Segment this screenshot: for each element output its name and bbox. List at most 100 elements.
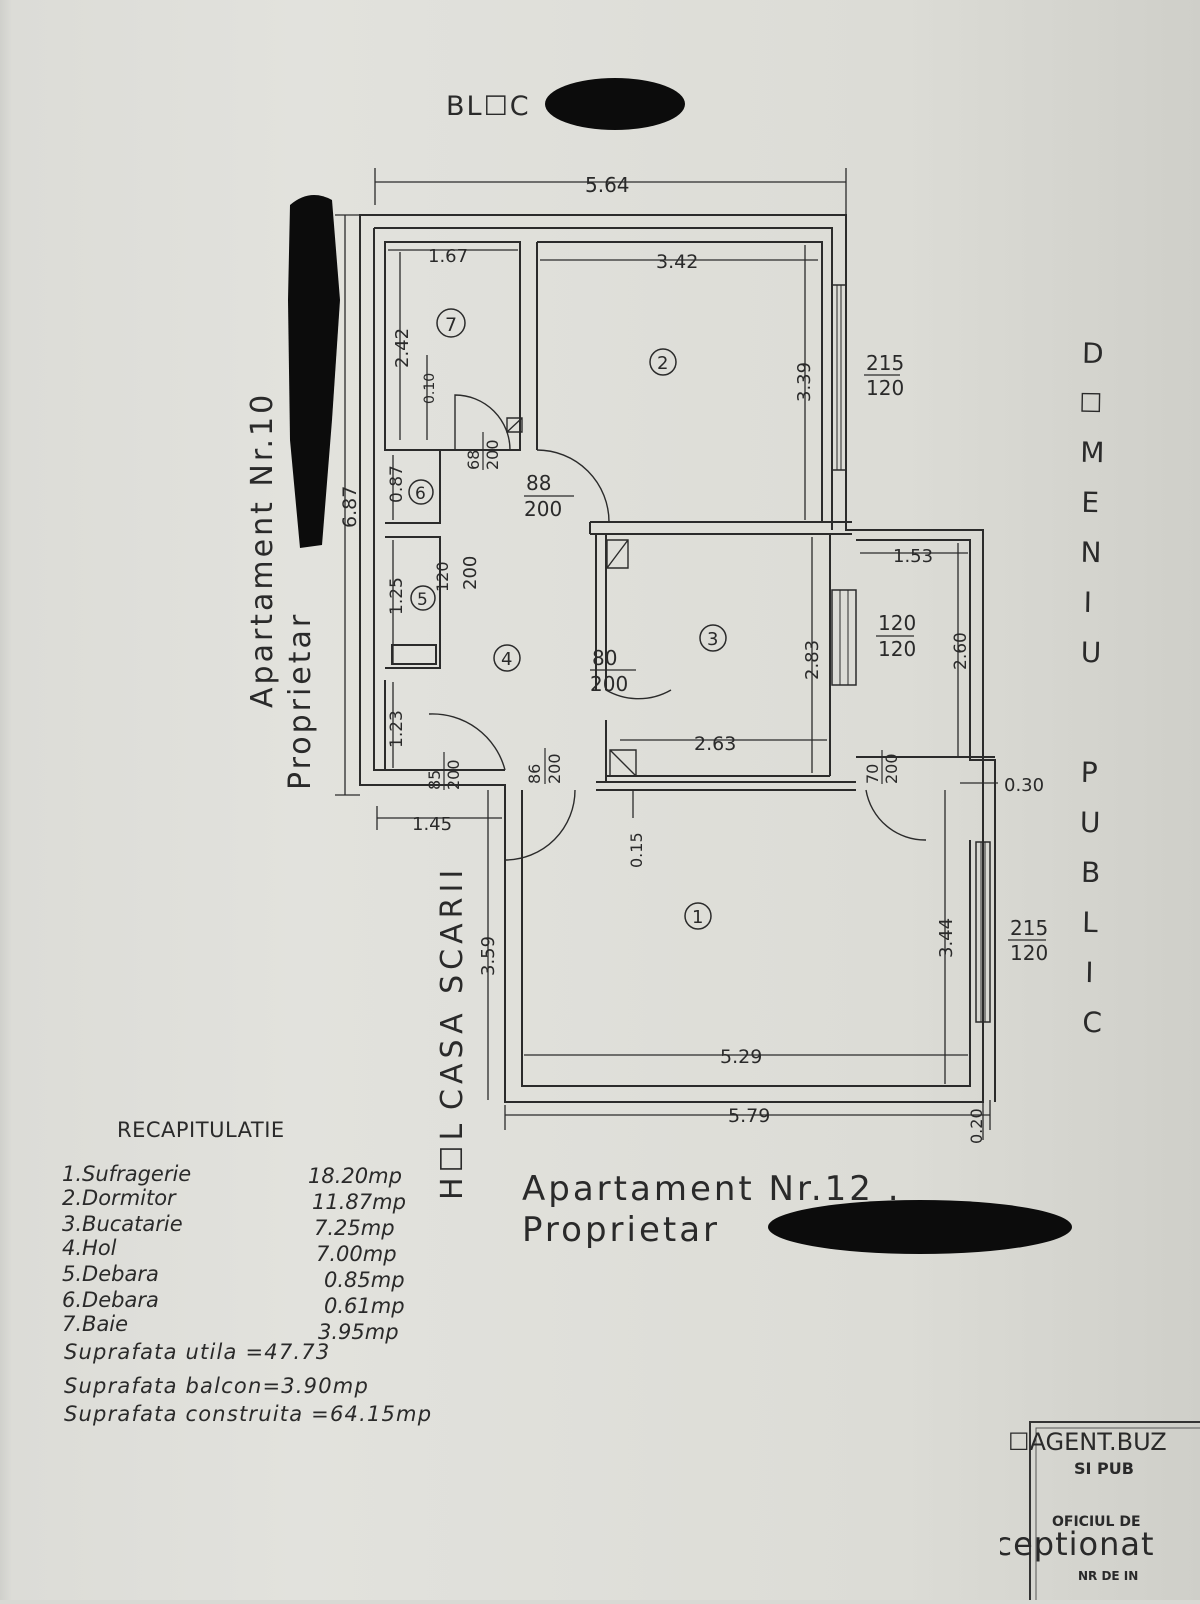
stamp-line-4: Receptionat xyxy=(1000,1525,1155,1563)
room-marker-3 xyxy=(699,624,727,652)
room-number-6: 6 xyxy=(415,484,426,504)
redaction-apt10 xyxy=(288,195,340,548)
recap-item-name: 5.Debara xyxy=(62,1262,159,1286)
wall-bucatarie xyxy=(595,534,831,782)
recap-item-name: 7.Baie xyxy=(62,1312,129,1336)
svg-text:70: 70 xyxy=(863,764,882,784)
stamp-line-5: NR DE IN xyxy=(1078,1569,1138,1583)
svg-text:L: L xyxy=(1082,906,1099,939)
wall-baie xyxy=(384,241,521,451)
recap-suprafata-balcon: Suprafata balcon=3.90mp xyxy=(64,1374,369,1398)
recap-item-area: 7.25mp xyxy=(314,1216,395,1240)
dim-debara6-height: 0.87 xyxy=(387,465,407,503)
svg-text:88: 88 xyxy=(526,471,551,495)
svg-text:200: 200 xyxy=(444,759,463,790)
window-bucatarie-label: 120 120 xyxy=(876,611,916,661)
svg-text:200: 200 xyxy=(460,556,481,590)
recap-item-name: 2.Dormitor xyxy=(62,1186,176,1210)
door-debara-label: 120 200 xyxy=(433,556,481,592)
svg-text:120: 120 xyxy=(878,637,916,661)
room-marker-2 xyxy=(649,348,677,376)
room-number-1: 1 xyxy=(692,907,703,928)
hol-label: H☐L xyxy=(435,1119,470,1200)
svg-text:U: U xyxy=(1080,806,1101,839)
room-number-3: 3 xyxy=(707,629,718,650)
svg-text:I: I xyxy=(1085,956,1094,989)
recap-item-area: 18.20mp xyxy=(308,1164,402,1188)
door-baie-arc xyxy=(454,394,511,451)
bloc-label: BL☐C xyxy=(446,91,531,122)
recap-item-area: 7.00mp xyxy=(316,1242,397,1266)
stamp-line-3: OFICIUL DE xyxy=(1052,1514,1141,1530)
door-entry-arc xyxy=(428,713,506,771)
wall-balcon xyxy=(856,539,996,1102)
room-marker-5 xyxy=(410,585,436,611)
window-sufragerie-label: 215 120 xyxy=(1008,916,1048,965)
svg-text:200: 200 xyxy=(524,497,562,521)
dim-baie-height: 2.42 xyxy=(392,328,413,368)
dimension-lines xyxy=(335,168,998,1140)
apt10-owner: Proprietar xyxy=(283,612,318,790)
recap-item-area: 3.95mp xyxy=(318,1320,399,1344)
door-balcon-label: 70 200 xyxy=(863,750,901,784)
svg-text:120: 120 xyxy=(433,561,452,592)
door-dormitor-arc xyxy=(536,449,610,523)
window-dormitor xyxy=(831,284,847,471)
dim-baie-width: 1.67 xyxy=(428,246,468,267)
room-marker-1 xyxy=(684,902,712,930)
dim-overall-top: 5.64 xyxy=(585,173,630,197)
svg-text:200: 200 xyxy=(545,753,564,784)
svg-text:80: 80 xyxy=(592,646,617,670)
stamp-line-1: ☐AGENT.BUZ xyxy=(1008,1428,1167,1456)
svg-text:200: 200 xyxy=(483,439,502,470)
svg-text:200: 200 xyxy=(590,672,628,696)
stamp-frame: ☐AGENT.BUZ SI PUB OFICIUL DE Receptionat… xyxy=(952,1421,1200,1604)
room-number-2: 2 xyxy=(657,353,668,374)
redaction-apt12 xyxy=(768,1200,1072,1254)
apt10-title: Apartament Nr.10 xyxy=(245,392,280,708)
svg-text:C: C xyxy=(1082,1006,1102,1039)
recap-item-name: 6.Debara xyxy=(62,1288,159,1312)
room-numbers: 1 2 3 4 5 6 7 xyxy=(415,314,718,928)
door-balcon-arc xyxy=(865,789,927,841)
opening-labels: 215 120 120 120 215 120 88 200 80 200 68… xyxy=(425,351,1048,965)
svg-text:M: M xyxy=(1080,436,1105,469)
dim-wall-mid: 0.15 xyxy=(627,832,646,868)
dim-hol-lower: 1.23 xyxy=(387,710,407,748)
recap-item-name: 3.Bucatarie xyxy=(62,1212,183,1236)
svg-text:☐: ☐ xyxy=(1079,389,1103,419)
dim-overall-bottom: 5.79 xyxy=(728,1105,770,1127)
dim-dormitor-width: 3.42 xyxy=(656,251,698,273)
vent-hol xyxy=(609,749,637,777)
casa-scarii-label: CASA SCARII xyxy=(435,865,470,1110)
window-dormitor-label: 215 120 xyxy=(864,351,904,400)
recap-item-area: 0.85mp xyxy=(324,1268,405,1292)
windows xyxy=(831,284,991,1023)
dim-wall-right: 0.30 xyxy=(1004,775,1044,796)
vent-bucatarie xyxy=(606,539,629,569)
door-sufragerie-label: 86 200 xyxy=(525,748,564,784)
apt12-title: Apartament Nr.12 . xyxy=(522,1169,902,1209)
svg-text:P: P xyxy=(1080,756,1097,789)
svg-text:N: N xyxy=(1080,536,1102,569)
wall-sufragerie xyxy=(521,790,971,1087)
dim-baie-gap: 0.10 xyxy=(422,373,438,404)
svg-text:120: 120 xyxy=(866,376,904,400)
vent-baie xyxy=(506,417,523,433)
recap-item-area: 11.87mp xyxy=(312,1190,406,1214)
svg-text:215: 215 xyxy=(1010,916,1048,940)
wall-buc-suf xyxy=(596,781,856,791)
svg-text:200: 200 xyxy=(882,753,901,784)
door-entry-label: 85 200 xyxy=(425,752,463,790)
inner-wall-left xyxy=(373,228,505,771)
recap-title: RECAPITULATIE xyxy=(117,1118,285,1142)
dim-overall-left: 6.87 xyxy=(339,486,361,528)
dim-sufragerie-width: 5.29 xyxy=(720,1046,762,1068)
door-bucatarie-arc xyxy=(605,625,672,700)
svg-text:B: B xyxy=(1081,856,1101,889)
redaction-bloc xyxy=(545,78,685,130)
dim-balcon-height: 2.60 xyxy=(951,632,971,670)
room-number-5: 5 xyxy=(417,590,428,610)
svg-text:I: I xyxy=(1083,586,1092,619)
